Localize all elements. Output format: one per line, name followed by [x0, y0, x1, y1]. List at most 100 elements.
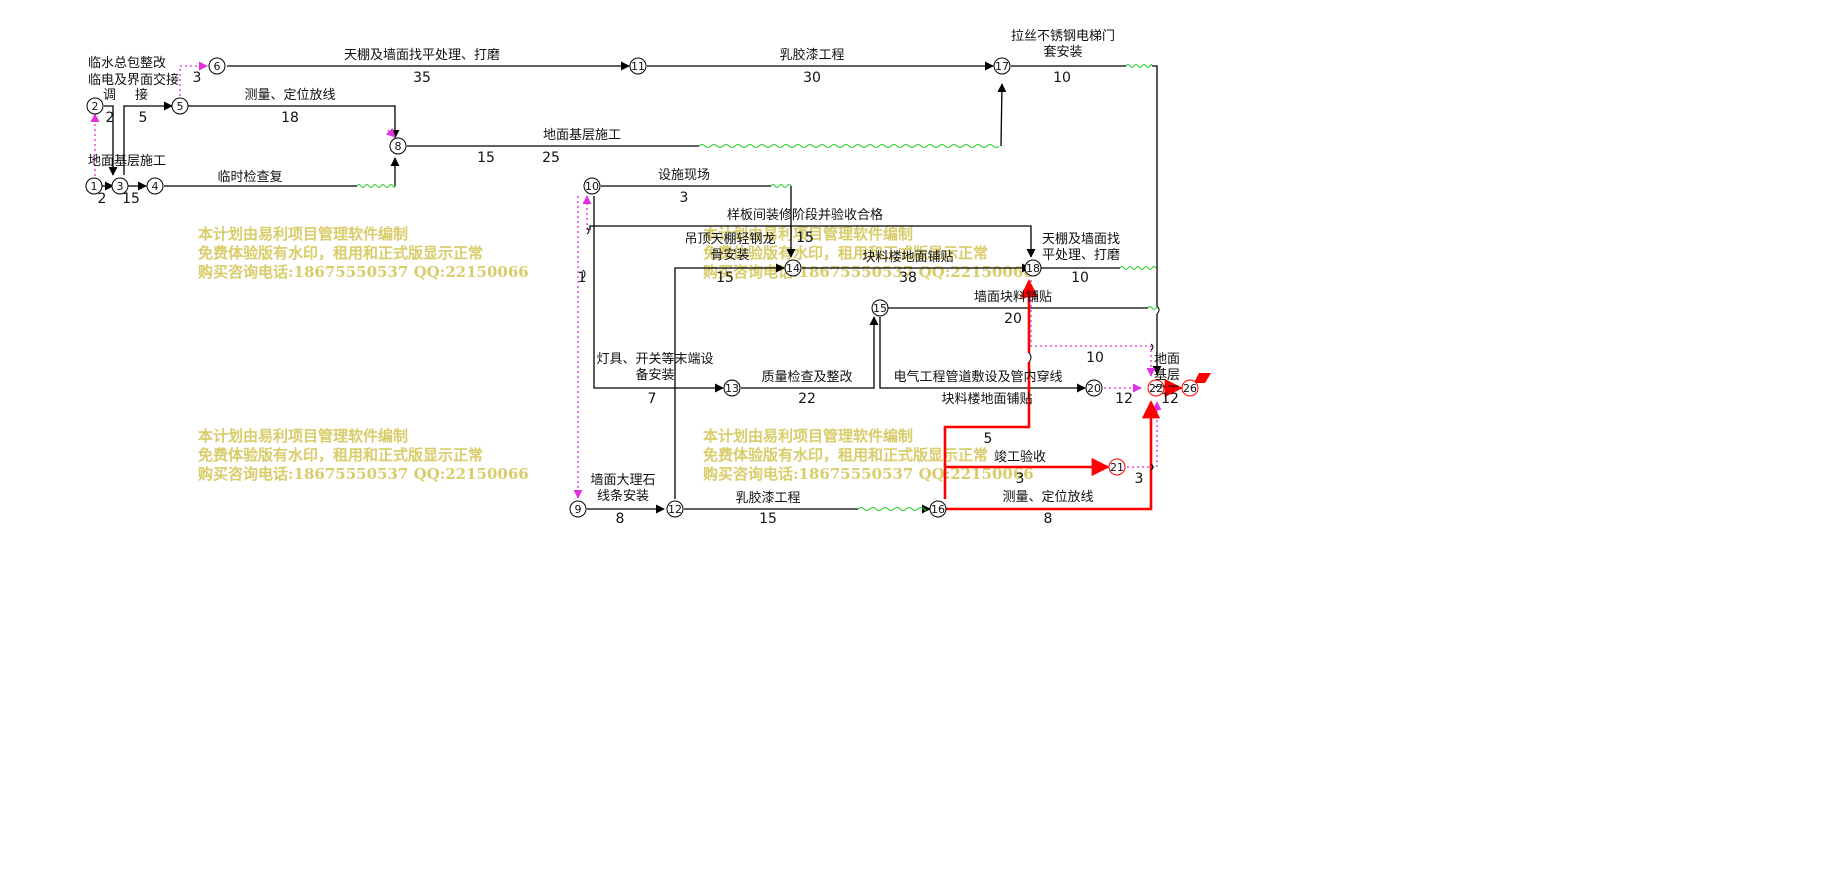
node-label: 26 — [1183, 382, 1197, 395]
task-duration: 3 — [1135, 471, 1144, 487]
node-label: 20 — [1087, 382, 1101, 395]
watermark-line: 免费体验版有水印，租用和正式版显示正常 — [703, 244, 988, 262]
node-11[interactable]: 11 — [629, 57, 647, 75]
task-name: 质量检查及整改 — [761, 370, 852, 385]
task-name: 设施现场 — [658, 168, 710, 183]
node-9[interactable]: 9 — [569, 500, 587, 518]
node-16[interactable]: 16 — [929, 500, 947, 518]
task-name: 灯具、开关等末端设备安装 — [596, 352, 714, 383]
node-label: 4 — [152, 180, 159, 193]
arrow-13-15 — [741, 316, 879, 389]
task-duration: 30 — [803, 70, 821, 86]
watermark-top-left: 本计划由易利项目管理软件编制 免费体验版有水印，租用和正式版显示正常 购买咨询电… — [198, 225, 529, 281]
task-name: 样板间装修阶段并验收合格 — [727, 207, 883, 223]
task-duration: 38 — [899, 270, 917, 286]
arrow-8-17-rise — [997, 83, 1007, 147]
dummy-5-8 — [385, 127, 396, 138]
task-name: 块料楼地面铺贴 — [941, 392, 1033, 407]
task-name: 乳胶漆工程 — [735, 490, 800, 506]
node-17[interactable]: 17 — [993, 57, 1011, 75]
node-3[interactable]: 3 — [111, 177, 129, 195]
arrow-5-8 — [188, 105, 400, 139]
task-duration: 15 — [716, 270, 734, 286]
node-label: 21 — [1110, 461, 1124, 474]
task-duration: 10 — [1071, 270, 1089, 286]
node-2[interactable]: 2 — [86, 97, 104, 115]
task-name-wrap: 拉丝不锈钢电梯门套安装 — [1011, 29, 1115, 60]
float-18-22 — [1119, 266, 1157, 270]
node-22[interactable]: 22 — [1147, 379, 1165, 397]
watermark-bottom-right: 本计划由易利项目管理软件编制 免费体验版有水印，租用和正式版显示正常 购买咨询电… — [703, 427, 1034, 483]
node-20[interactable]: 20 — [1085, 379, 1103, 397]
node-label: 22 — [1149, 382, 1163, 395]
arrow-10-13 — [593, 196, 724, 393]
cross-mark — [582, 269, 586, 279]
line-crossings — [582, 227, 1160, 471]
node-1[interactable]: 1 — [85, 177, 103, 195]
float-17-22 — [1125, 64, 1153, 68]
critical-16-18 — [943, 362, 1031, 499]
task-duration: 20 — [1004, 311, 1022, 327]
node-14[interactable]: 14 — [784, 259, 802, 277]
dummy-18-22 — [1030, 280, 1156, 377]
cross-mark — [1150, 343, 1154, 351]
task-duration: 12 — [1115, 391, 1133, 407]
node-8[interactable]: 8 — [389, 137, 407, 155]
node-6[interactable]: 6 — [208, 57, 226, 75]
node-label: 18 — [1026, 262, 1040, 275]
task-duration: 18 — [281, 110, 299, 126]
node-label: 5 — [177, 100, 184, 113]
watermark-line: 本计划由易利项目管理软件编制 — [703, 225, 913, 243]
task-name: 乳胶漆工程 — [779, 47, 844, 63]
node-label: 13 — [725, 382, 739, 395]
node-15[interactable]: 15 — [871, 299, 889, 317]
node-21[interactable]: 21 — [1108, 458, 1126, 476]
node-label: 10 — [585, 180, 599, 193]
node-18[interactable]: 18 — [1024, 259, 1042, 277]
task-labels: 临水总包整改 临电及界面交接 调 2 接 5 3 地面基层施工 2 15 天棚及… — [88, 29, 1180, 527]
node-label: 1 — [91, 180, 98, 193]
task-name: 测量、定位放线 — [244, 88, 335, 103]
node-label: 11 — [631, 60, 645, 73]
node-5[interactable]: 5 — [171, 97, 189, 115]
watermark-line: 本计划由易利项目管理软件编制 — [198, 427, 408, 445]
task-duration: 5 — [984, 431, 993, 447]
dummy-21-22 — [1127, 401, 1162, 468]
task-duration: 8 — [616, 511, 625, 527]
task-name: 地面基层施工 — [1153, 352, 1180, 388]
arrow-15-20 — [879, 317, 1086, 393]
task-duration: 15 — [759, 511, 777, 527]
task-duration: 15 — [122, 191, 140, 207]
task-name-wrap: 块料楼地面铺贴 — [941, 392, 1033, 407]
node-label: 15 — [873, 302, 887, 315]
task-name: 临电及界面交接 — [88, 72, 179, 88]
node-4[interactable]: 4 — [146, 177, 164, 195]
task-name: 调 — [103, 88, 116, 103]
task-duration: 25 — [542, 150, 560, 166]
task-duration: 3 — [193, 70, 202, 86]
task-duration: 10 — [1053, 70, 1071, 86]
finish-flag — [1194, 373, 1211, 383]
float-12-16 — [857, 507, 927, 511]
watermark-line: 免费体验版有水印，租用和正式版显示正常 — [198, 446, 483, 464]
float-4-8 — [356, 184, 396, 188]
task-name: 吊顶天棚轻钢龙骨安装 — [684, 232, 776, 263]
task-name: 临时检查复 — [217, 170, 282, 185]
task-name-wrap: 墙面大理石线条安装 — [590, 473, 655, 504]
task-name: 测量、定位放线 — [1002, 490, 1093, 505]
node-26[interactable]: 26 — [1181, 379, 1199, 397]
node-12[interactable]: 12 — [666, 500, 684, 518]
float-10-14 — [770, 184, 792, 188]
task-name: 天棚及墙面找平处理、打磨 — [344, 48, 500, 63]
cross-mark — [1156, 305, 1160, 315]
node-10[interactable]: 10 — [583, 177, 601, 195]
task-duration: 35 — [413, 70, 431, 86]
float-8-17 — [698, 144, 1000, 148]
task-duration: 1 — [578, 270, 587, 286]
event-nodes: 1 2 3 4 5 6 8 9 10 11 12 13 14 15 16 17 … — [85, 57, 1199, 518]
watermark-line: 购买咨询电话:18675550537 QQ:22150066 — [198, 263, 529, 281]
node-13[interactable]: 13 — [723, 379, 741, 397]
task-name: 临水总包整改 — [88, 56, 166, 71]
